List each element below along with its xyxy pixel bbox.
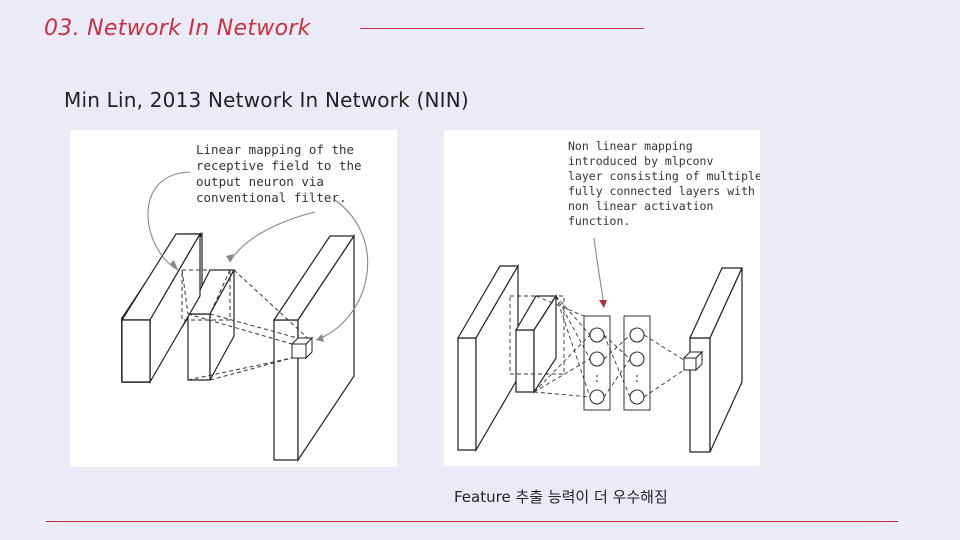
left-annotation-line-3: output neuron via bbox=[196, 174, 324, 189]
slide-title: 03. Network In Network bbox=[44, 16, 311, 41]
left-annotation-line-1: Linear mapping of the bbox=[196, 142, 354, 157]
right-annotation-line-4: fully connected layers with bbox=[568, 184, 755, 198]
right-annotation-line-6: function. bbox=[568, 214, 630, 228]
slide-subtitle: Min Lin, 2013 Network In Network (NIN) bbox=[64, 88, 469, 112]
right-annotation-line-3: layer consisting of multiple bbox=[568, 169, 760, 183]
linear-conv-diagram: Linear mapping of the receptive field to… bbox=[120, 142, 369, 462]
linear-conv-figure: Linear mapping of the receptive field to… bbox=[70, 130, 397, 467]
mlpconv-figure: Non linear mapping introduced by mlpconv… bbox=[444, 130, 760, 466]
title-divider bbox=[360, 28, 644, 29]
left-annotation-line-4: conventional filter. bbox=[196, 190, 347, 205]
mlpconv-diagram: Non linear mapping introduced by mlpconv… bbox=[456, 139, 760, 453]
figure-caption: Feature 추출 능력이 더 우수해짐 bbox=[454, 488, 668, 506]
right-annotation-line-2: introduced by mlpconv bbox=[568, 154, 713, 168]
left-annotation-line-2: receptive field to the bbox=[196, 158, 362, 173]
bottom-divider bbox=[46, 521, 898, 522]
right-annotation-line-1: Non linear mapping bbox=[568, 139, 693, 153]
right-annotation-line-5: non linear activation bbox=[568, 199, 713, 213]
